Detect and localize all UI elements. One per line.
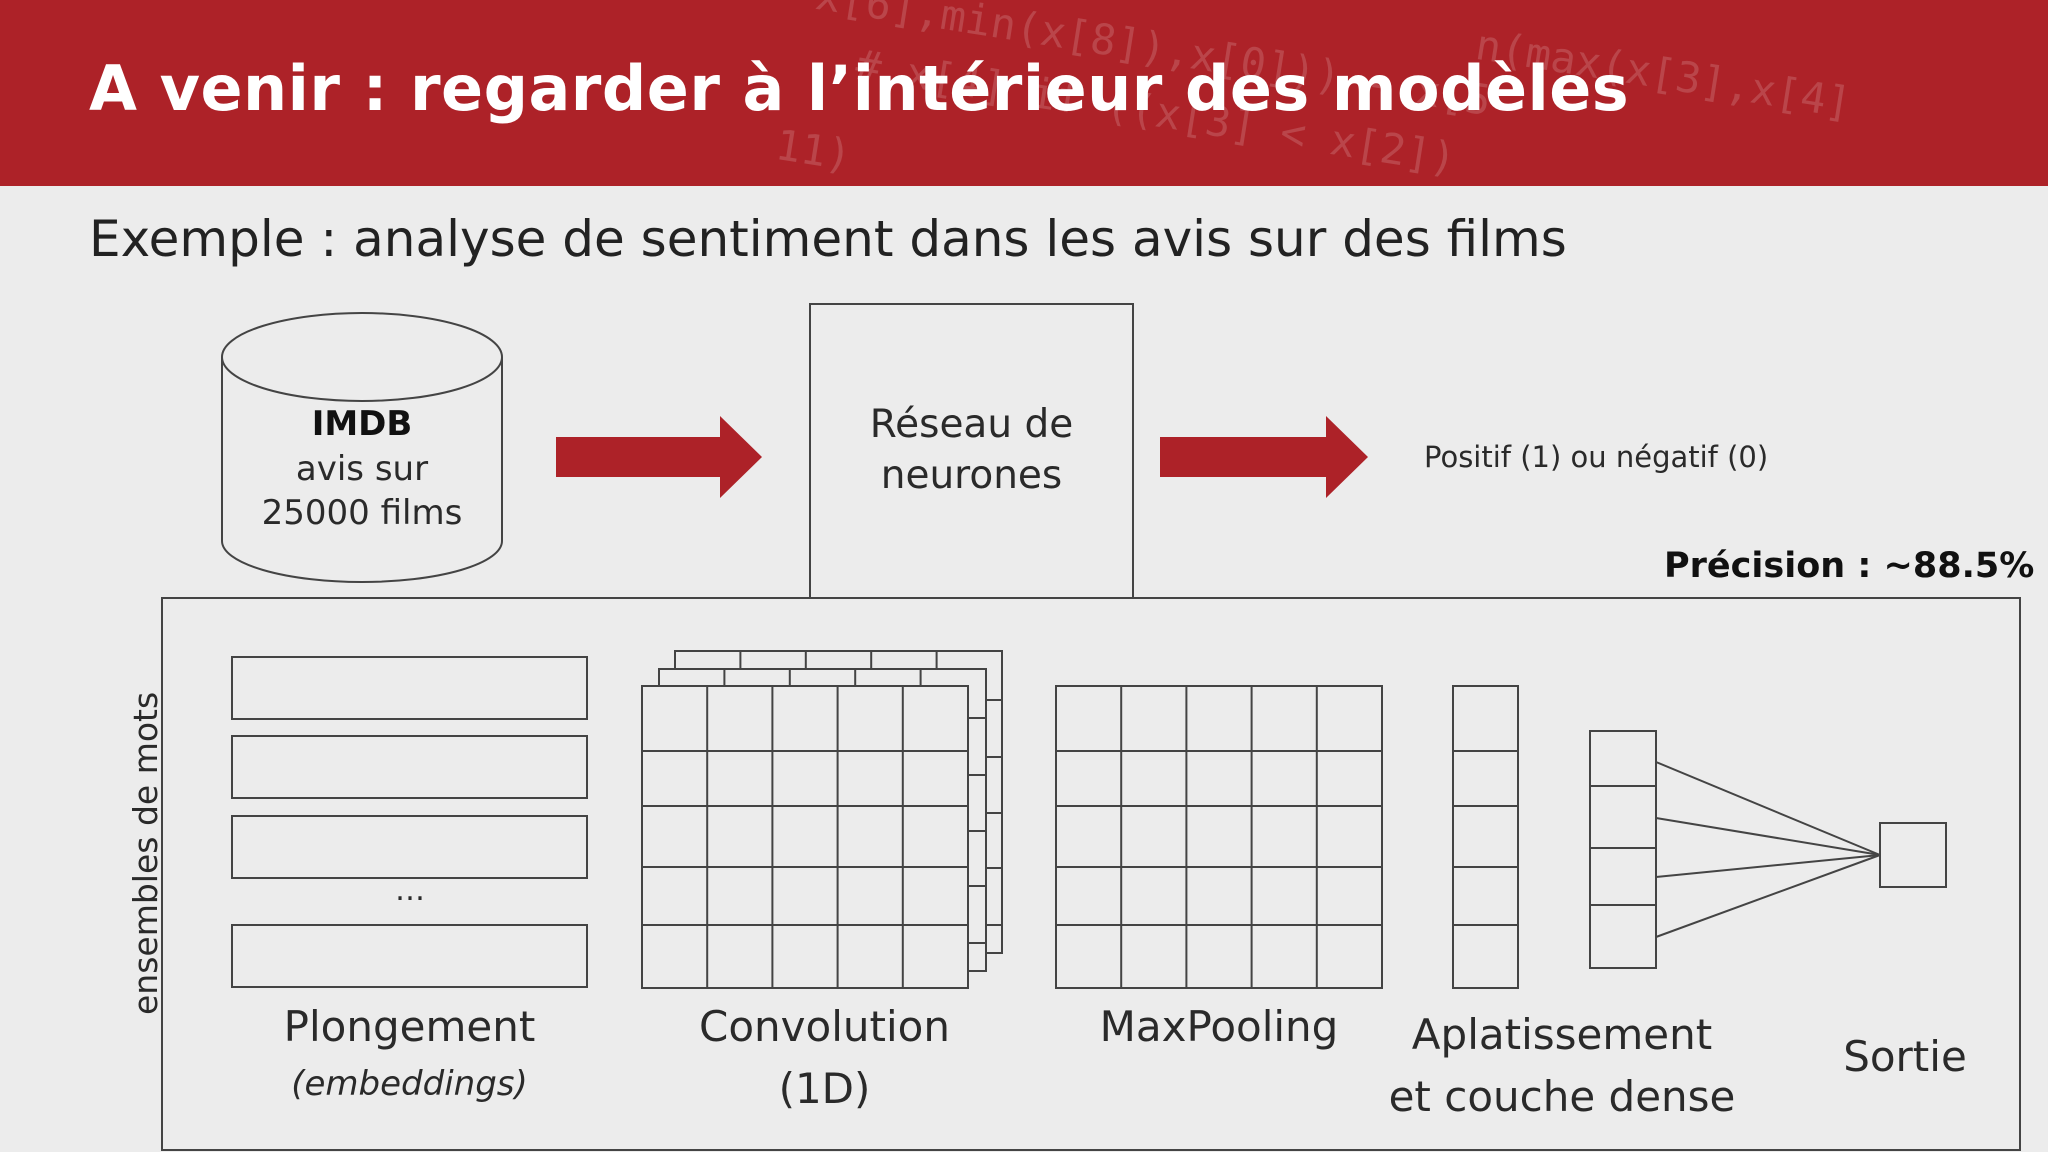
arrow-right-icon bbox=[1160, 416, 1368, 498]
output-description: Positif (1) ou négatif (0) bbox=[1424, 440, 1769, 474]
layers-container bbox=[161, 597, 2021, 1151]
convolution-sublabel: (1D) bbox=[778, 1064, 871, 1113]
database-cylinder-icon bbox=[221, 312, 503, 583]
subtitle: Exemple : analyse de sentiment dans les … bbox=[89, 210, 1567, 268]
dense-connection bbox=[1655, 817, 1881, 856]
maxpool-grid bbox=[1055, 685, 1383, 989]
embedding-row bbox=[231, 735, 588, 799]
database-line2: avis sur bbox=[295, 449, 429, 489]
embedding-sublabel: (embeddings) bbox=[291, 1064, 528, 1104]
precision-label: Précision : ~88.5% bbox=[1664, 546, 2035, 586]
page-title: A venir : regarder à l’intérieur des mod… bbox=[89, 52, 1630, 125]
embedding-label: Plongement bbox=[283, 1002, 536, 1051]
header-banner: x[6],min(x[8]),x[0])) - x[5 # x[4] if ((… bbox=[0, 0, 2048, 186]
maxpooling-label: MaxPooling bbox=[1099, 1002, 1339, 1051]
output-label: Sortie bbox=[1843, 1032, 1967, 1081]
embedding-row bbox=[231, 924, 588, 988]
dense-connection bbox=[1655, 761, 1881, 856]
dense-connection bbox=[1655, 854, 1881, 938]
network-label-line2: neurones bbox=[880, 453, 1063, 498]
network-label-line1: Réseau de bbox=[869, 402, 1074, 447]
side-label: ensembles de mots bbox=[126, 691, 165, 1015]
database-line3: 25000 films bbox=[261, 493, 463, 533]
conv-feature-map-front bbox=[641, 685, 969, 989]
dense-connection bbox=[1655, 854, 1881, 878]
database-name: IMDB bbox=[311, 404, 413, 444]
flatten-label: Aplatissement bbox=[1411, 1010, 1713, 1059]
convolution-label: Convolution bbox=[699, 1002, 950, 1051]
embedding-row bbox=[231, 815, 588, 879]
arrow-right-icon bbox=[556, 416, 762, 498]
flatten-column bbox=[1452, 685, 1519, 989]
embedding-ellipsis: … bbox=[395, 873, 425, 908]
flatten-sublabel: et couche dense bbox=[1388, 1072, 1736, 1121]
dense-column bbox=[1589, 730, 1657, 969]
embedding-row bbox=[231, 656, 588, 720]
output-node bbox=[1879, 822, 1947, 888]
network-box bbox=[809, 303, 1134, 599]
